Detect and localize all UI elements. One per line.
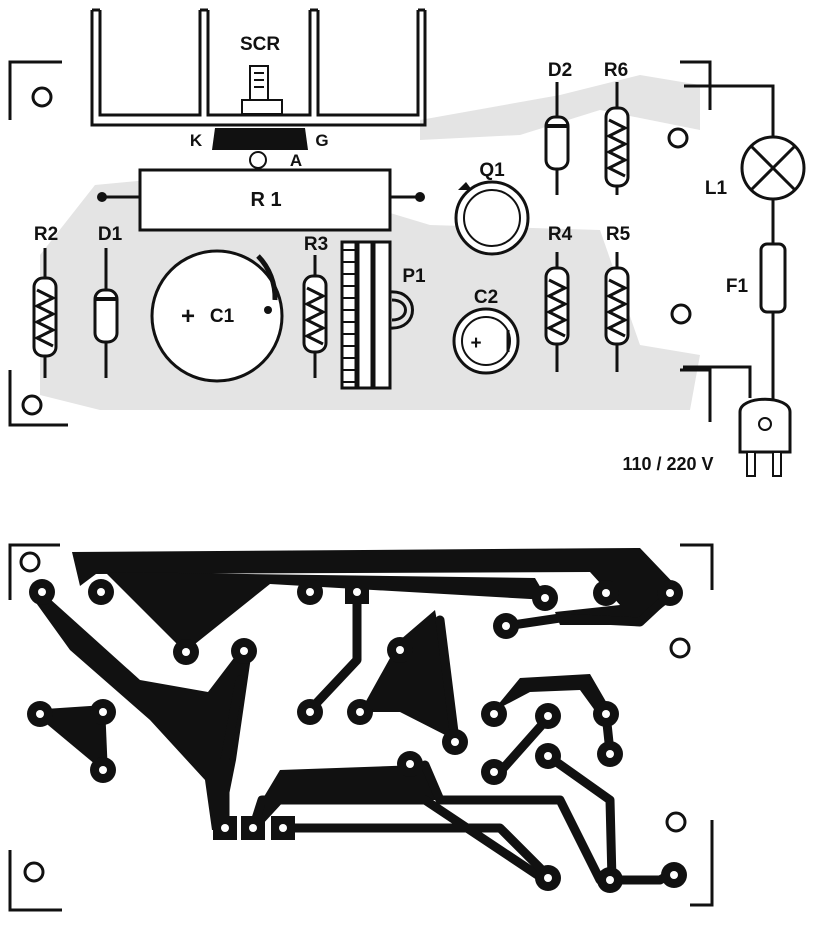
copper-area-top-left	[105, 572, 548, 652]
copper-area-right	[492, 674, 612, 712]
label-c2: C2	[474, 287, 498, 308]
label-r4: R4	[548, 224, 573, 245]
resistor-r2	[32, 248, 58, 378]
capacitor-c2	[452, 307, 520, 375]
copper-area-lower	[250, 765, 440, 825]
capacitor-c1	[150, 249, 284, 383]
resistor-r5	[604, 252, 630, 372]
diode-d2	[544, 82, 570, 195]
board-copper-shadow-top	[420, 75, 700, 140]
external-wiring	[683, 84, 806, 400]
label-mains-voltage: 110 / 220 V	[622, 454, 713, 474]
copper-side-view	[8, 543, 714, 912]
component-side-view: SCR K G A R 1 Q1 D2	[8, 8, 806, 477]
potentiometer-p1	[340, 240, 414, 390]
copper-area-center	[360, 610, 455, 740]
label-scr-a: A	[290, 151, 302, 170]
corner-marks-top	[8, 60, 712, 427]
label-p1: P1	[402, 266, 426, 287]
mains-plug	[738, 397, 792, 477]
resistor-r4	[544, 252, 570, 372]
label-q1: Q1	[479, 160, 505, 181]
mounting-holes-bottom	[19, 551, 691, 883]
solder-pads	[27, 579, 687, 893]
copper-top-rail	[72, 548, 682, 625]
label-r5: R5	[606, 224, 631, 245]
label-scr-k: K	[190, 131, 203, 150]
label-c2-plus: +	[470, 333, 481, 354]
label-scr-g: G	[315, 131, 328, 150]
label-f1: F1	[726, 276, 749, 297]
label-l1: L1	[705, 178, 728, 199]
mounting-holes-top	[21, 86, 692, 416]
heatsink	[90, 8, 427, 127]
label-d1: D1	[98, 224, 123, 245]
resistor-r3	[302, 255, 328, 378]
label-c1-plus: +	[181, 303, 195, 330]
label-d2: D2	[548, 60, 572, 81]
diode-d1	[93, 248, 119, 378]
label-r3: R3	[304, 234, 328, 255]
label-scr: SCR	[240, 34, 280, 55]
resistor-r6	[604, 82, 630, 195]
label-r1: R 1	[250, 189, 281, 211]
copper-area-diagonal	[34, 590, 252, 830]
label-c1: C1	[210, 306, 235, 327]
resistor-r1	[97, 168, 425, 232]
scr-device	[212, 65, 308, 169]
transistor-q1	[454, 180, 530, 256]
label-r6: R6	[604, 60, 628, 81]
corner-marks-bottom	[8, 543, 714, 912]
label-r2: R2	[34, 224, 58, 245]
